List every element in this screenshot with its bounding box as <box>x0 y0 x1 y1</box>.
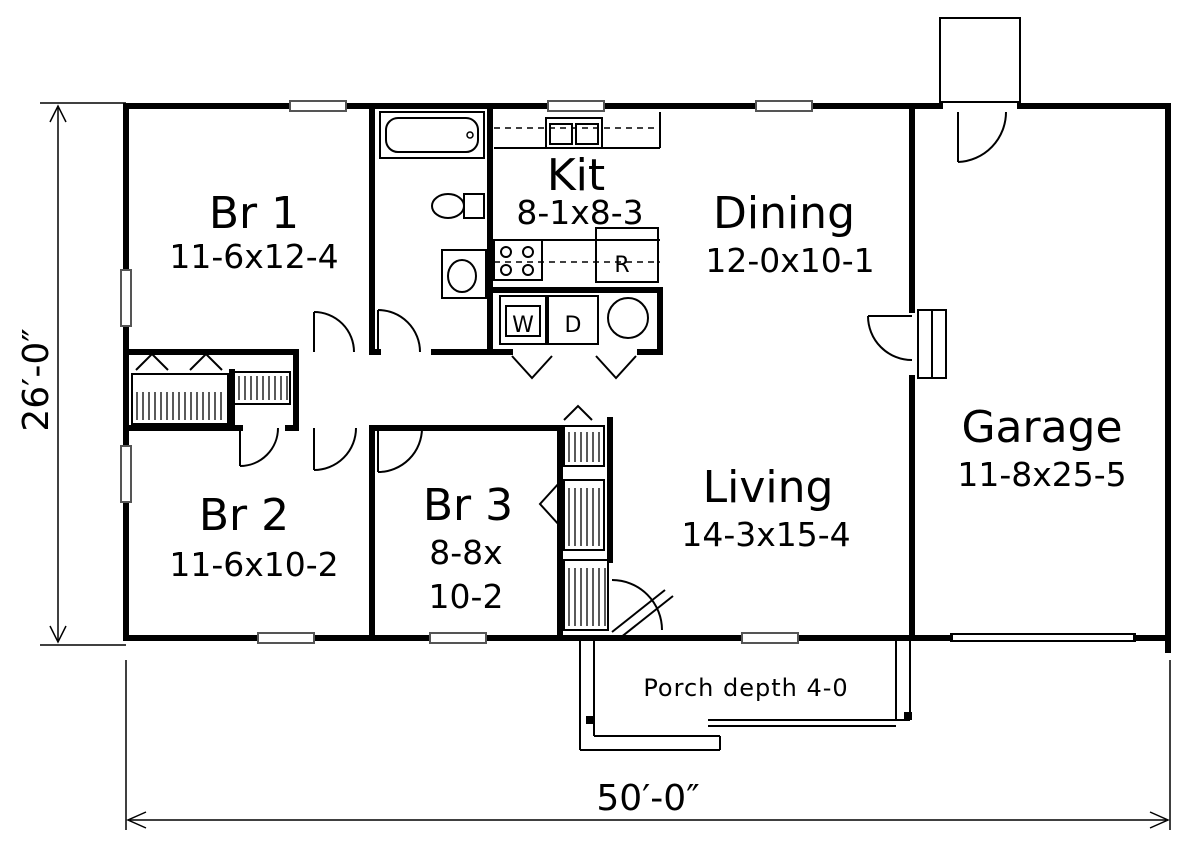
room-dining-dims: 12-0x10-1 <box>705 241 874 280</box>
interior-walls <box>123 103 915 641</box>
kitchen-fixtures: R W D <box>493 112 661 345</box>
depth-dimension-line <box>40 102 126 646</box>
bathroom-fixtures <box>379 111 487 299</box>
room-living-dims: 14-3x15-4 <box>681 515 850 554</box>
room-dining-name: Dining <box>713 188 855 239</box>
garage-door <box>950 633 1136 642</box>
sink-icon <box>545 117 603 149</box>
porch-label: Porch depth 4-0 <box>643 674 848 702</box>
room-br2-name: Br 2 <box>199 490 289 541</box>
room-kit-dims: 8-1x8-3 <box>516 193 643 232</box>
windows <box>120 100 813 644</box>
refrigerator-icon <box>595 227 659 283</box>
closet-shelving <box>131 371 609 631</box>
washer-icon <box>499 295 547 345</box>
room-br1-dims: 11-6x12-4 <box>169 237 338 276</box>
room-living-name: Living <box>703 462 834 513</box>
porch <box>579 638 912 751</box>
doors <box>135 17 1021 639</box>
room-br3-dims-line2: 10-2 <box>429 577 504 616</box>
vanity-icon <box>441 249 487 299</box>
room-garage-dims: 11-8x25-5 <box>957 455 1126 494</box>
overall-depth-label: 26′-0″ <box>16 328 57 431</box>
room-garage-name: Garage <box>961 402 1122 453</box>
room-br3-name: Br 3 <box>423 480 513 531</box>
toilet-icon <box>431 193 465 219</box>
overall-width-label: 50′-0″ <box>596 778 699 819</box>
dryer-label: D <box>565 313 582 338</box>
room-br1-name: Br 1 <box>209 188 299 239</box>
room-kit-name: Kit <box>547 150 605 201</box>
room-br2-dims: 11-6x10-2 <box>169 545 338 584</box>
range-icon <box>493 239 543 281</box>
closet-hatching <box>136 376 606 626</box>
dryer-icon <box>547 295 599 345</box>
refrigerator-label: R <box>614 253 629 278</box>
water-heater-icon <box>607 297 649 339</box>
room-br3-dims-line1: 8-8x <box>429 533 502 572</box>
washer-label: W <box>512 313 534 338</box>
width-dimension-line <box>125 660 1171 830</box>
